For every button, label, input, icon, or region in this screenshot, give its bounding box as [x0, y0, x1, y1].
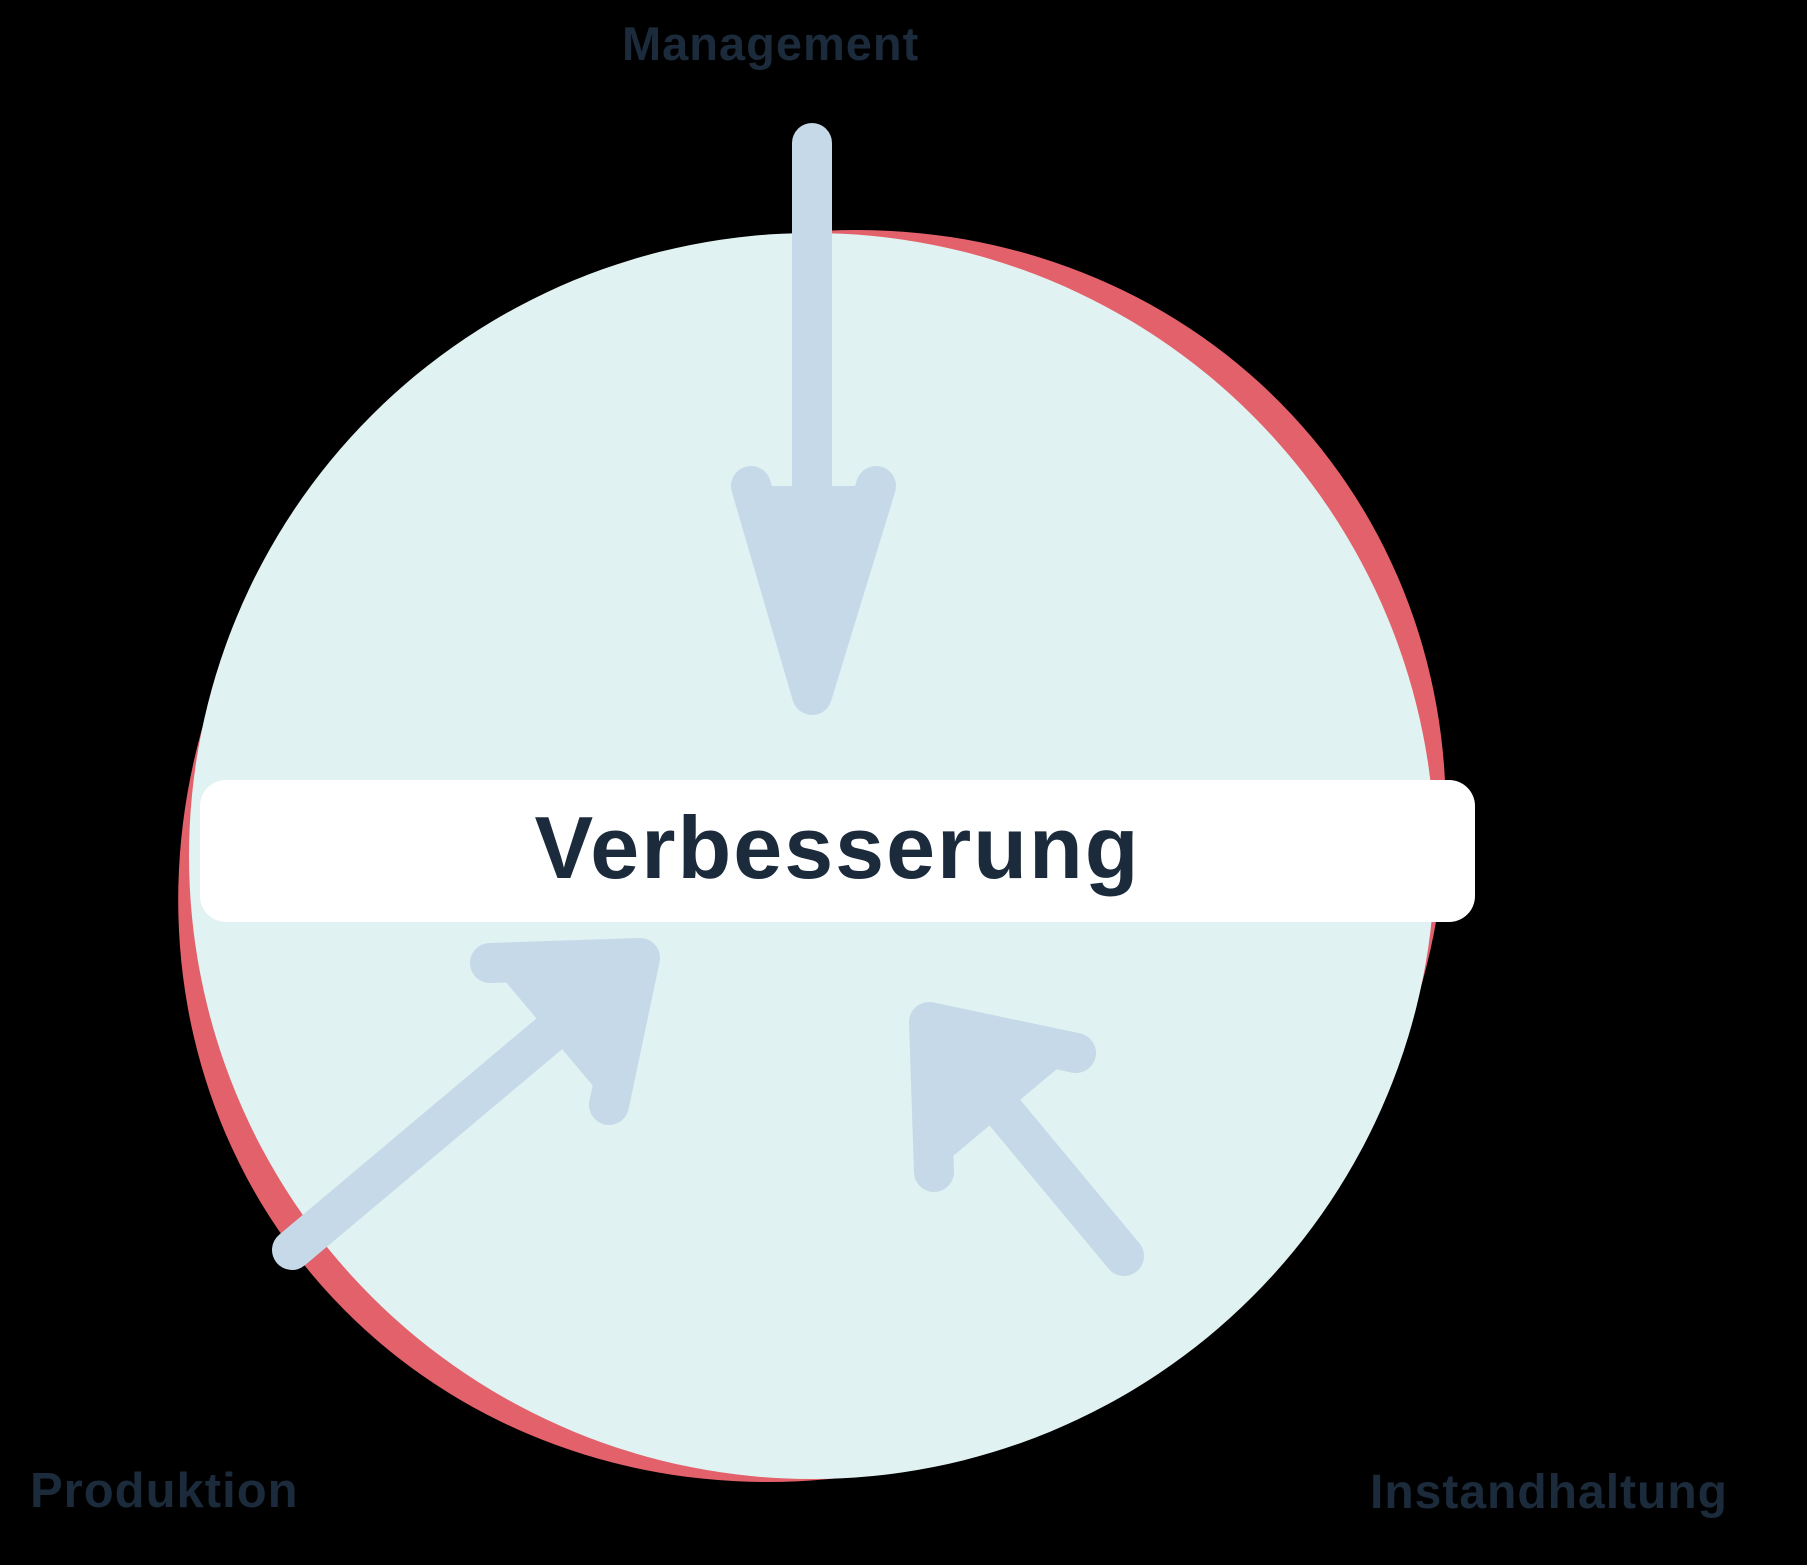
- instandhaltung-label: Instandhaltung: [1370, 1464, 1728, 1522]
- instandhaltung-arrow-icon: [909, 1002, 1144, 1276]
- management-label: Management: [622, 16, 920, 73]
- produktion-arrow-icon: [272, 938, 660, 1270]
- center-band-label: Verbesserung: [534, 798, 1141, 897]
- center-band: Verbesserung: [200, 780, 1475, 922]
- management-arrow-icon: [731, 123, 896, 715]
- produktion-label: Produktion: [30, 1462, 299, 1521]
